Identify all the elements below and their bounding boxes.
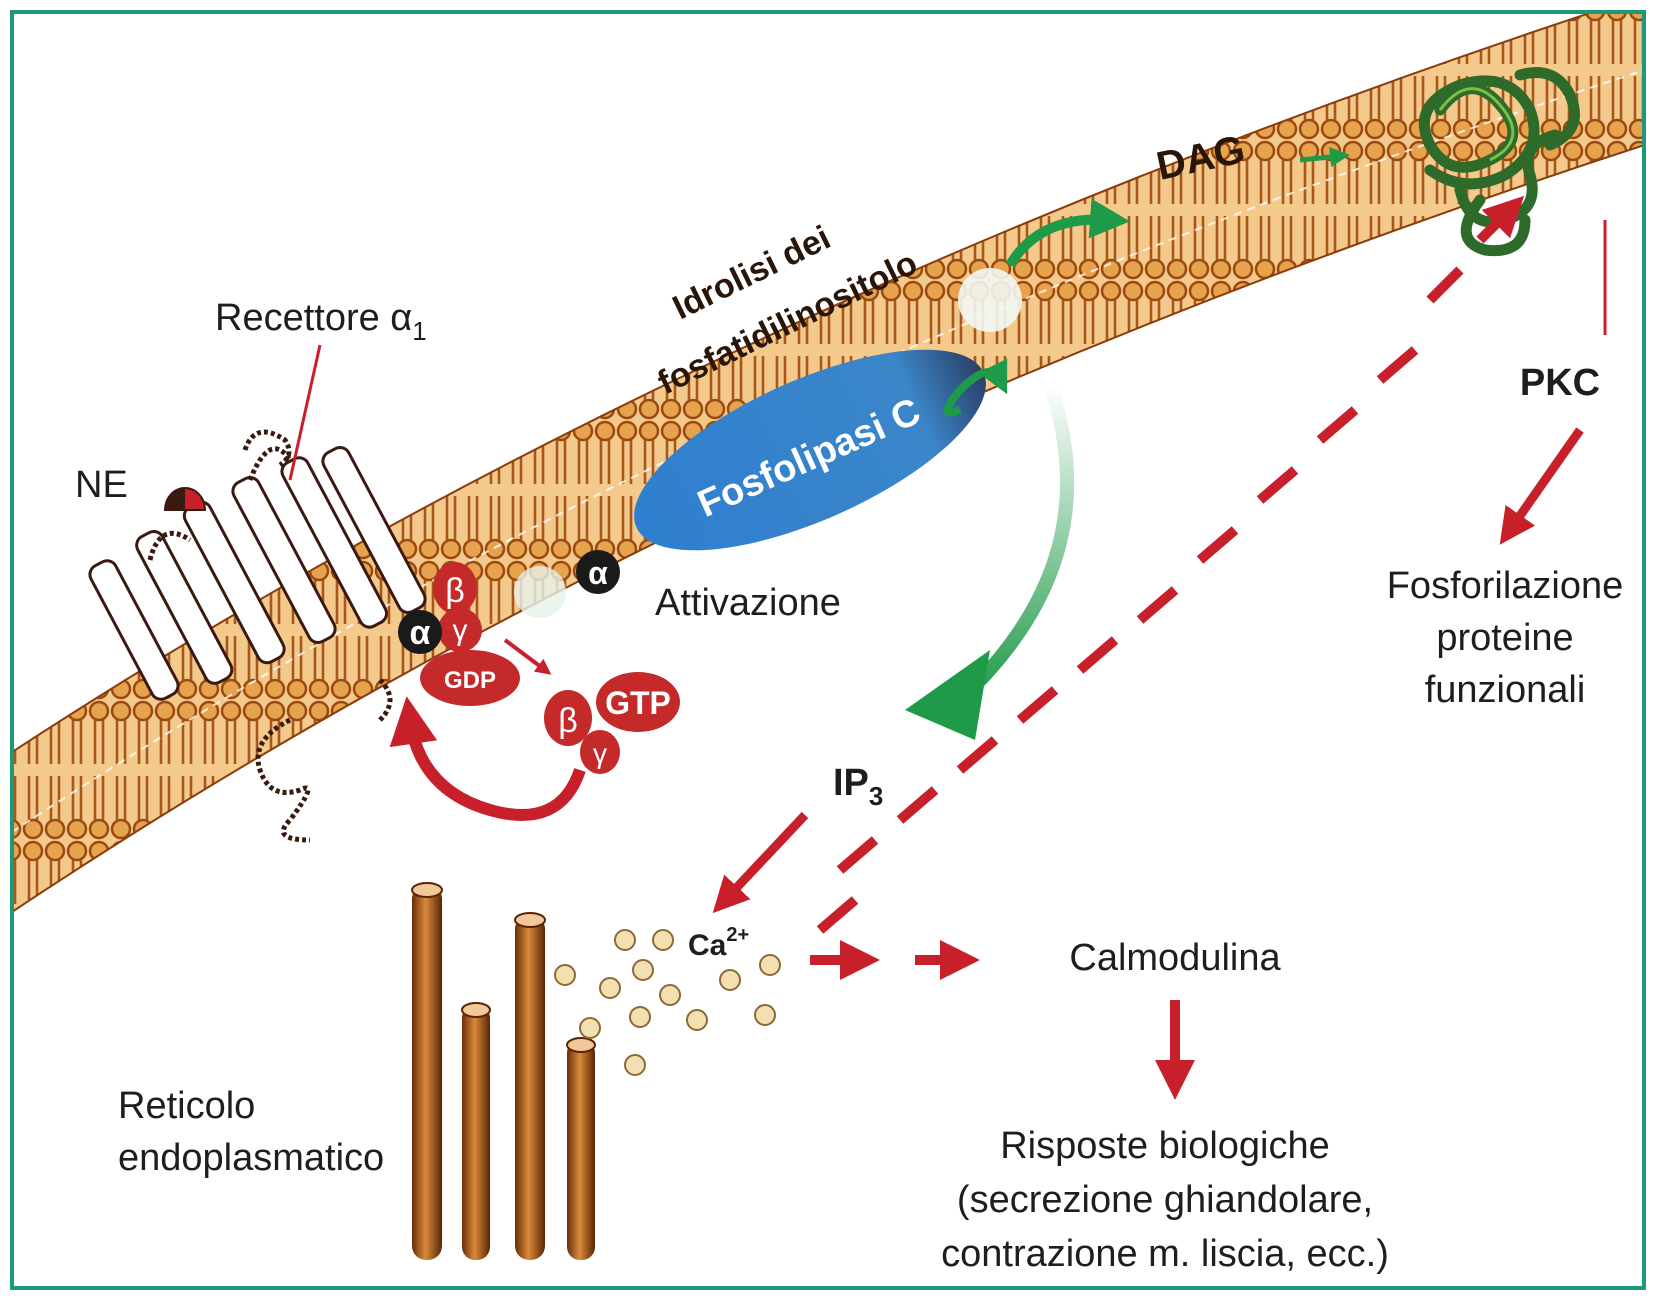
gtp-label: GTP xyxy=(605,685,671,721)
phospho-label-3: funzionali xyxy=(1425,669,1586,711)
alpha-subunit: α xyxy=(410,614,431,652)
calmodulin-label: Calmodulina xyxy=(1069,937,1281,979)
beta-active: β xyxy=(558,702,578,740)
beta-subunit: β xyxy=(445,572,465,610)
responses-label-2: (secrezione ghiandolare, xyxy=(957,1179,1373,1221)
activation-label: Attivazione xyxy=(655,582,841,624)
gamma-subunit: γ xyxy=(453,614,468,647)
alpha-activated: α xyxy=(588,555,608,591)
receptor-label: Recettore α1 xyxy=(215,297,427,346)
phospho-label-2: proteine xyxy=(1436,617,1573,659)
er-label-1: Reticolo xyxy=(118,1085,255,1127)
er-label-2: endoplasmatico xyxy=(118,1137,384,1179)
responses-label-3: contrazione m. liscia, ecc.) xyxy=(941,1233,1389,1275)
gdp-label: GDP xyxy=(444,667,496,694)
ne-label: NE xyxy=(75,464,128,506)
phospho-label-1: Fosforilazione xyxy=(1387,565,1624,607)
pkc-label: PKC xyxy=(1520,362,1600,404)
gamma-active: γ xyxy=(593,738,607,769)
responses-label-1: Risposte biologiche xyxy=(1000,1125,1330,1167)
